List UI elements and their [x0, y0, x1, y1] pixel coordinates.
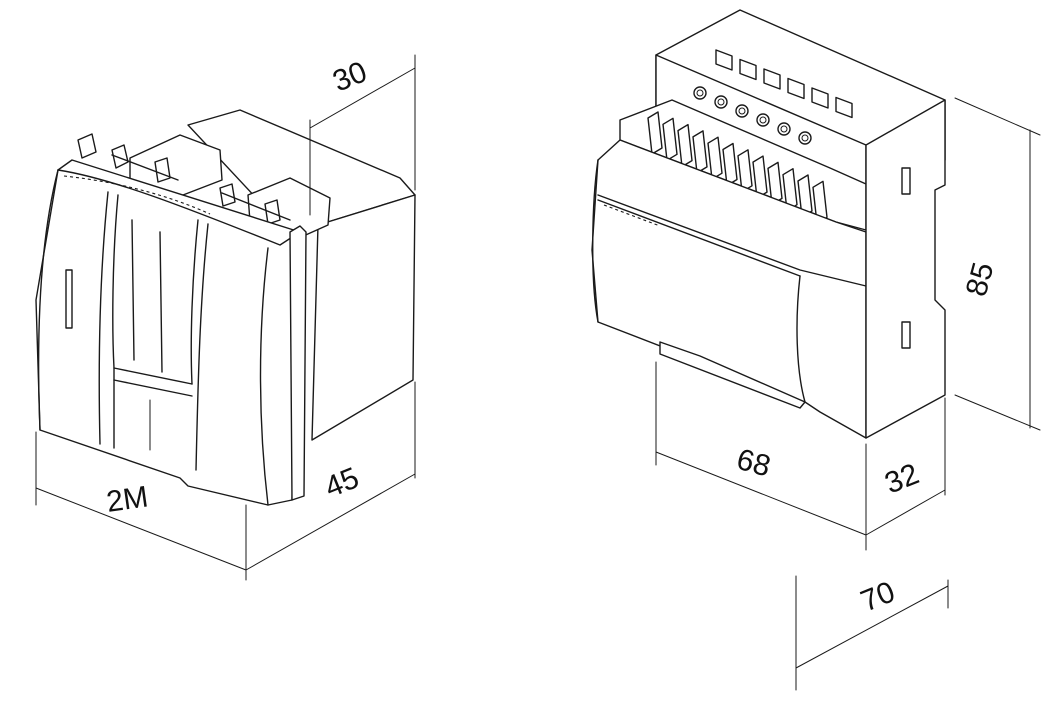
terminal-slots [715, 49, 853, 119]
vent-fin [662, 117, 678, 161]
right-height-label: 85 [960, 259, 1001, 300]
terminal-slot [763, 68, 781, 90]
vent-fin [707, 136, 723, 180]
vent-fin [692, 130, 708, 174]
vent-fin [752, 155, 768, 199]
terminal-screws [693, 86, 812, 145]
vent-fin [797, 174, 813, 218]
terminal-slot [811, 87, 829, 109]
terminal-slot [835, 96, 853, 119]
terminal-slot [739, 58, 757, 81]
left-width-label: 2M [104, 480, 150, 518]
vent-fin [812, 180, 828, 224]
terminal-screw [693, 86, 707, 100]
vent-fin [737, 149, 753, 193]
terminal-slot [715, 49, 733, 71]
terminal-screw [714, 95, 728, 109]
side-profile [865, 99, 946, 439]
indicator-slot [65, 269, 73, 329]
terminal-slot [787, 77, 805, 100]
right-width-label: 68 [733, 443, 774, 484]
side-slot-lower [901, 321, 911, 349]
right-dimension-lines [655, 97, 1041, 691]
vent-fin [647, 111, 663, 155]
vent-fin [767, 161, 783, 206]
left-depth-label: 45 [320, 461, 363, 504]
rear-body-side [311, 194, 416, 441]
right-device-drawing: 68 85 32 70 [591, 9, 1041, 691]
left-device-drawing: 2M 45 30 [35, 54, 416, 581]
right-total-depth-label: 70 [856, 575, 899, 618]
left-dimension-lines [35, 54, 416, 581]
right-shoulder-depth-label: 32 [880, 457, 923, 500]
front-cover [591, 139, 867, 439]
vent-fins [647, 111, 828, 224]
side-slot-upper [901, 167, 911, 195]
terminal-screw [798, 131, 812, 145]
vent-fin [722, 142, 738, 187]
terminal-screw [756, 113, 770, 127]
terminal-screw [735, 104, 749, 118]
bottom-lip [659, 341, 806, 409]
vent-fin [677, 123, 693, 168]
vent-fin [782, 168, 798, 212]
terminal-screw [777, 122, 791, 136]
left-rear-depth-label: 30 [328, 55, 371, 98]
side-flange [289, 225, 307, 501]
